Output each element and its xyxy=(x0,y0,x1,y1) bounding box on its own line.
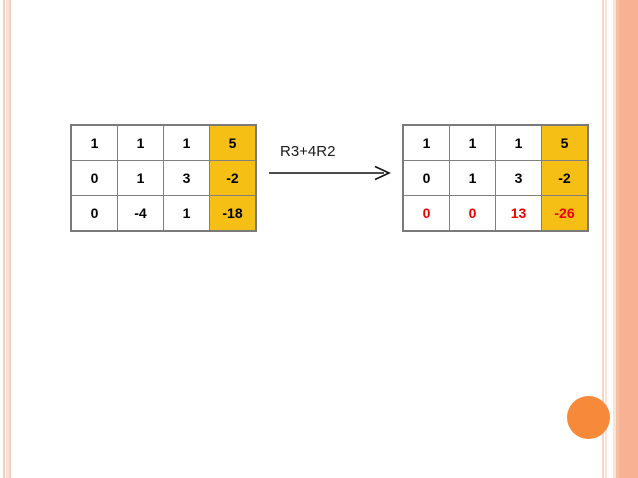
matrix-cell-r1c4: 5 xyxy=(541,124,589,161)
right-stripe-1 xyxy=(602,0,604,478)
matrix-cell-r3c1: 0 xyxy=(402,195,450,232)
matrix-cell-r1c4: 5 xyxy=(209,124,257,161)
right-stripe-3 xyxy=(613,0,616,478)
right-stripe-2 xyxy=(605,0,607,478)
matrix-cell-r2c3: 3 xyxy=(495,160,542,196)
matrix-cell-r3c4: -26 xyxy=(541,195,589,232)
matrix-cell-r3c2: -4 xyxy=(117,195,164,232)
left-stripe-1 xyxy=(3,0,5,478)
orange-circle-icon xyxy=(567,396,610,439)
left-stripe-3 xyxy=(9,0,11,478)
matrix-cell-r2c1: 0 xyxy=(70,160,118,196)
matrix-cell-r2c1: 0 xyxy=(402,160,450,196)
matrix-cell-r2c4: -2 xyxy=(209,160,257,196)
matrix-cell-r3c3: 13 xyxy=(495,195,542,232)
row-operation-label: R3+4R2 xyxy=(280,143,336,160)
matrix-cell-r1c1: 1 xyxy=(70,124,118,161)
matrix-cell-r1c3: 1 xyxy=(495,124,542,161)
right-arrow-icon xyxy=(269,165,391,181)
matrix-cell-r1c1: 1 xyxy=(402,124,450,161)
matrix-cell-r1c3: 1 xyxy=(163,124,210,161)
matrix-cell-r3c4: -18 xyxy=(209,195,257,232)
matrix-cell-r2c2: 1 xyxy=(449,160,496,196)
matrix-cell-r2c2: 1 xyxy=(117,160,164,196)
matrix-cell-r2c4: -2 xyxy=(541,160,589,196)
right-stripe-band xyxy=(619,0,638,478)
right-stripe-4 xyxy=(616,0,619,478)
matrix-cell-r1c2: 1 xyxy=(117,124,164,161)
matrix-cell-r3c2: 0 xyxy=(449,195,496,232)
matrix-cell-r2c3: 3 xyxy=(163,160,210,196)
left-stripe-2 xyxy=(6,0,9,478)
matrix-cell-r3c3: 1 xyxy=(163,195,210,232)
matrix-cell-r1c2: 1 xyxy=(449,124,496,161)
matrix-cell-r3c1: 0 xyxy=(70,195,118,232)
